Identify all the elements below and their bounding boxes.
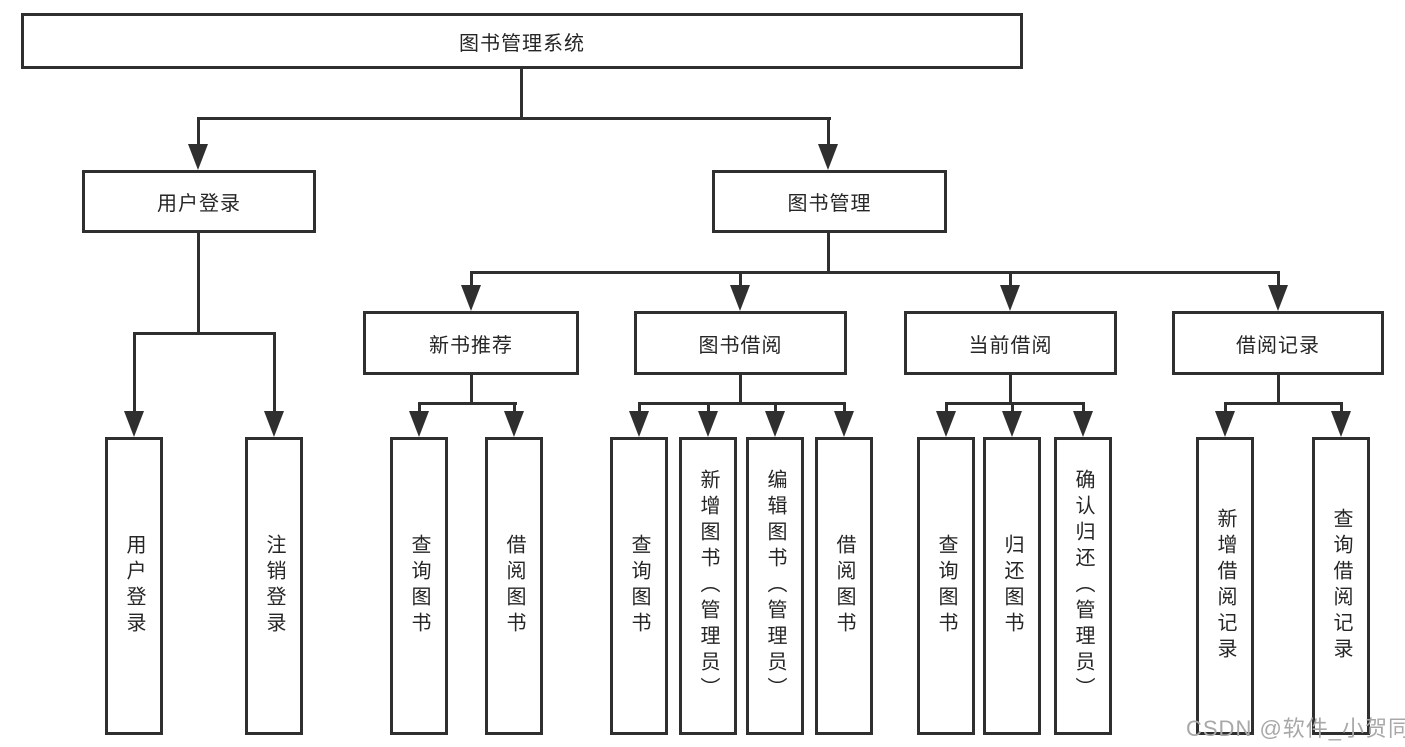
connector-stem bbox=[739, 271, 742, 290]
arrowhead-icon bbox=[765, 411, 785, 437]
leaf-label: 新增图书（管理员） bbox=[697, 469, 719, 703]
arrowhead-icon bbox=[1268, 285, 1288, 311]
connector-stem bbox=[843, 402, 846, 417]
leaf-label: 查询图书 bbox=[935, 534, 957, 638]
leaf-confirm-return-admin: 确认归还（管理员） bbox=[1054, 437, 1112, 735]
connector-root-stem bbox=[520, 69, 523, 119]
node-user-login: 用户登录 bbox=[82, 170, 316, 233]
leaf-label: 用户登录 bbox=[123, 534, 145, 638]
connector-stem bbox=[638, 402, 641, 417]
arrowhead-icon bbox=[730, 285, 750, 311]
arrowhead-icon bbox=[461, 285, 481, 311]
node-label: 图书借阅 bbox=[698, 334, 783, 357]
csdn-watermark: CSDN @软件_小贺同学 bbox=[1186, 716, 1405, 741]
connector-current-bus bbox=[945, 402, 1085, 405]
node-current-borrow: 当前借阅 bbox=[904, 311, 1117, 375]
connector-stem bbox=[1009, 375, 1012, 404]
arrowhead-icon bbox=[629, 411, 649, 437]
arrowhead-icon bbox=[188, 144, 208, 170]
leaf-label: 借阅图书 bbox=[833, 534, 855, 638]
connector-stem bbox=[470, 375, 473, 404]
leaf-add-borrow-record: 新增借阅记录 bbox=[1196, 437, 1254, 735]
node-label: 图书管理系统 bbox=[459, 32, 585, 55]
leaf-label: 确认归还（管理员） bbox=[1072, 469, 1094, 703]
arrowhead-icon bbox=[698, 411, 718, 437]
connector-stem bbox=[197, 233, 200, 335]
leaf-borrow-books-borrow: 借阅图书 bbox=[815, 437, 873, 735]
arrowhead-icon bbox=[936, 411, 956, 437]
node-label: 借阅记录 bbox=[1236, 334, 1320, 357]
connector-stem bbox=[273, 332, 276, 417]
connector-borrow-bus bbox=[638, 402, 846, 405]
node-root-system: 图书管理系统 bbox=[21, 13, 1023, 69]
connector-stem bbox=[1009, 271, 1012, 290]
connector-stem bbox=[827, 233, 830, 274]
connector-stem bbox=[470, 271, 473, 290]
connector-records-bus bbox=[1224, 402, 1343, 405]
connector-stem bbox=[1277, 271, 1280, 290]
connector-login-bus bbox=[133, 332, 276, 335]
leaf-query-books-borrow: 查询图书 bbox=[610, 437, 668, 735]
arrowhead-icon bbox=[818, 144, 838, 170]
leaf-logout: 注销登录 bbox=[245, 437, 303, 735]
leaf-query-books-recommend: 查询图书 bbox=[390, 437, 448, 735]
connector-recommend-bus bbox=[418, 402, 517, 405]
connector-level2-bus bbox=[197, 117, 831, 120]
arrowhead-icon bbox=[1002, 411, 1022, 437]
connector-stem bbox=[1340, 402, 1343, 417]
connector-stem bbox=[418, 402, 421, 417]
leaf-edit-book-admin: 编辑图书（管理员） bbox=[746, 437, 804, 735]
connector-stem bbox=[133, 332, 136, 417]
connector-level3-bus bbox=[470, 271, 1280, 274]
leaf-label: 查询图书 bbox=[628, 534, 650, 638]
node-label: 用户登录 bbox=[157, 193, 241, 215]
connector-stem bbox=[1277, 375, 1280, 404]
leaf-label: 查询借阅记录 bbox=[1330, 508, 1352, 664]
arrowhead-icon bbox=[264, 411, 284, 437]
arrowhead-icon bbox=[1215, 411, 1235, 437]
connector-stem bbox=[774, 402, 777, 417]
arrowhead-icon bbox=[124, 411, 144, 437]
leaf-query-borrow-record: 查询借阅记录 bbox=[1312, 437, 1370, 735]
leaf-user-login: 用户登录 bbox=[105, 437, 163, 735]
arrowhead-icon bbox=[504, 411, 524, 437]
leaf-label: 借阅图书 bbox=[503, 534, 525, 638]
node-label: 新书推荐 bbox=[429, 334, 513, 357]
leaf-label: 编辑图书（管理员） bbox=[764, 469, 786, 703]
leaf-label: 归还图书 bbox=[1001, 534, 1023, 638]
leaf-borrow-books-recommend: 借阅图书 bbox=[485, 437, 543, 735]
arrowhead-icon bbox=[1331, 411, 1351, 437]
node-new-book-recommend: 新书推荐 bbox=[363, 311, 579, 375]
leaf-return-books: 归还图书 bbox=[983, 437, 1041, 735]
connector-stem bbox=[739, 375, 742, 404]
connector-stem bbox=[827, 117, 830, 150]
leaf-query-books-current: 查询图书 bbox=[917, 437, 975, 735]
connector-stem bbox=[1224, 402, 1227, 417]
arrowhead-icon bbox=[1000, 285, 1020, 311]
node-label: 图书管理 bbox=[787, 193, 872, 215]
leaf-label: 新增借阅记录 bbox=[1214, 508, 1236, 664]
connector-stem bbox=[513, 402, 516, 417]
leaf-label: 查询图书 bbox=[408, 534, 430, 638]
arrowhead-icon bbox=[1073, 411, 1093, 437]
connector-stem bbox=[707, 402, 710, 417]
connector-stem bbox=[1082, 402, 1085, 417]
arrowhead-icon bbox=[834, 411, 854, 437]
node-label: 当前借阅 bbox=[968, 334, 1053, 357]
node-book-borrow: 图书借阅 bbox=[634, 311, 847, 375]
leaf-add-book-admin: 新增图书（管理员） bbox=[679, 437, 737, 735]
connector-stem bbox=[945, 402, 948, 417]
leaf-label: 注销登录 bbox=[263, 534, 285, 638]
arrowhead-icon bbox=[409, 411, 429, 437]
connector-stem bbox=[1011, 402, 1014, 417]
node-borrow-records: 借阅记录 bbox=[1172, 311, 1384, 375]
connector-stem bbox=[197, 117, 200, 150]
node-book-management: 图书管理 bbox=[712, 170, 947, 233]
